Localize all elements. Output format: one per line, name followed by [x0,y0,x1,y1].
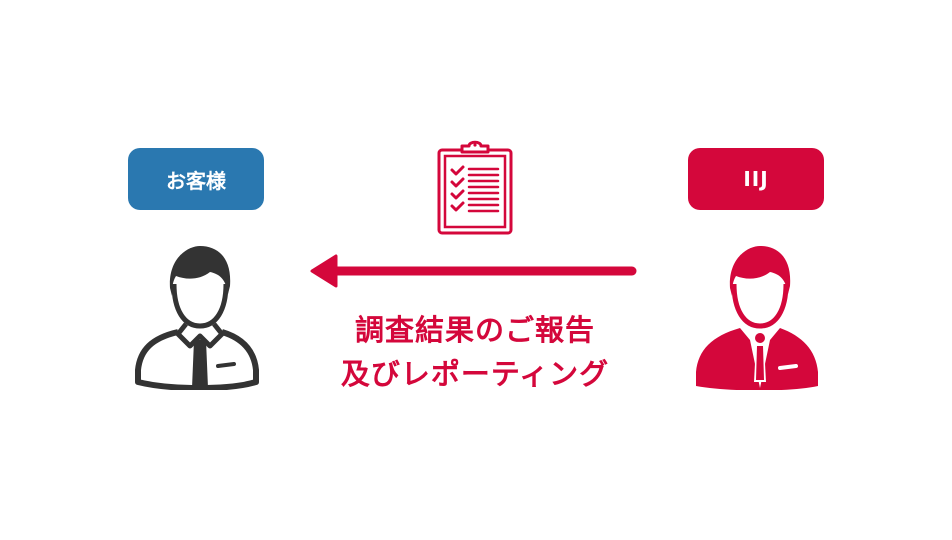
clipboard-checklist-icon [437,140,513,235]
caption-line-1: 調査結果のご報告 [354,313,595,347]
iij-label: IIJ [743,167,769,191]
customer-label: お客様 [166,168,226,193]
customer-badge: お客様 [128,148,264,210]
arrow-left-icon [310,254,637,288]
iij-person-icon [696,246,818,390]
customer-person-icon [135,246,259,390]
caption-line-2: 及びレポーティング [340,357,610,391]
iij-badge: IIJ [688,148,824,210]
flow-caption: 調査結果のご報告 及びレポーティング [300,308,650,396]
